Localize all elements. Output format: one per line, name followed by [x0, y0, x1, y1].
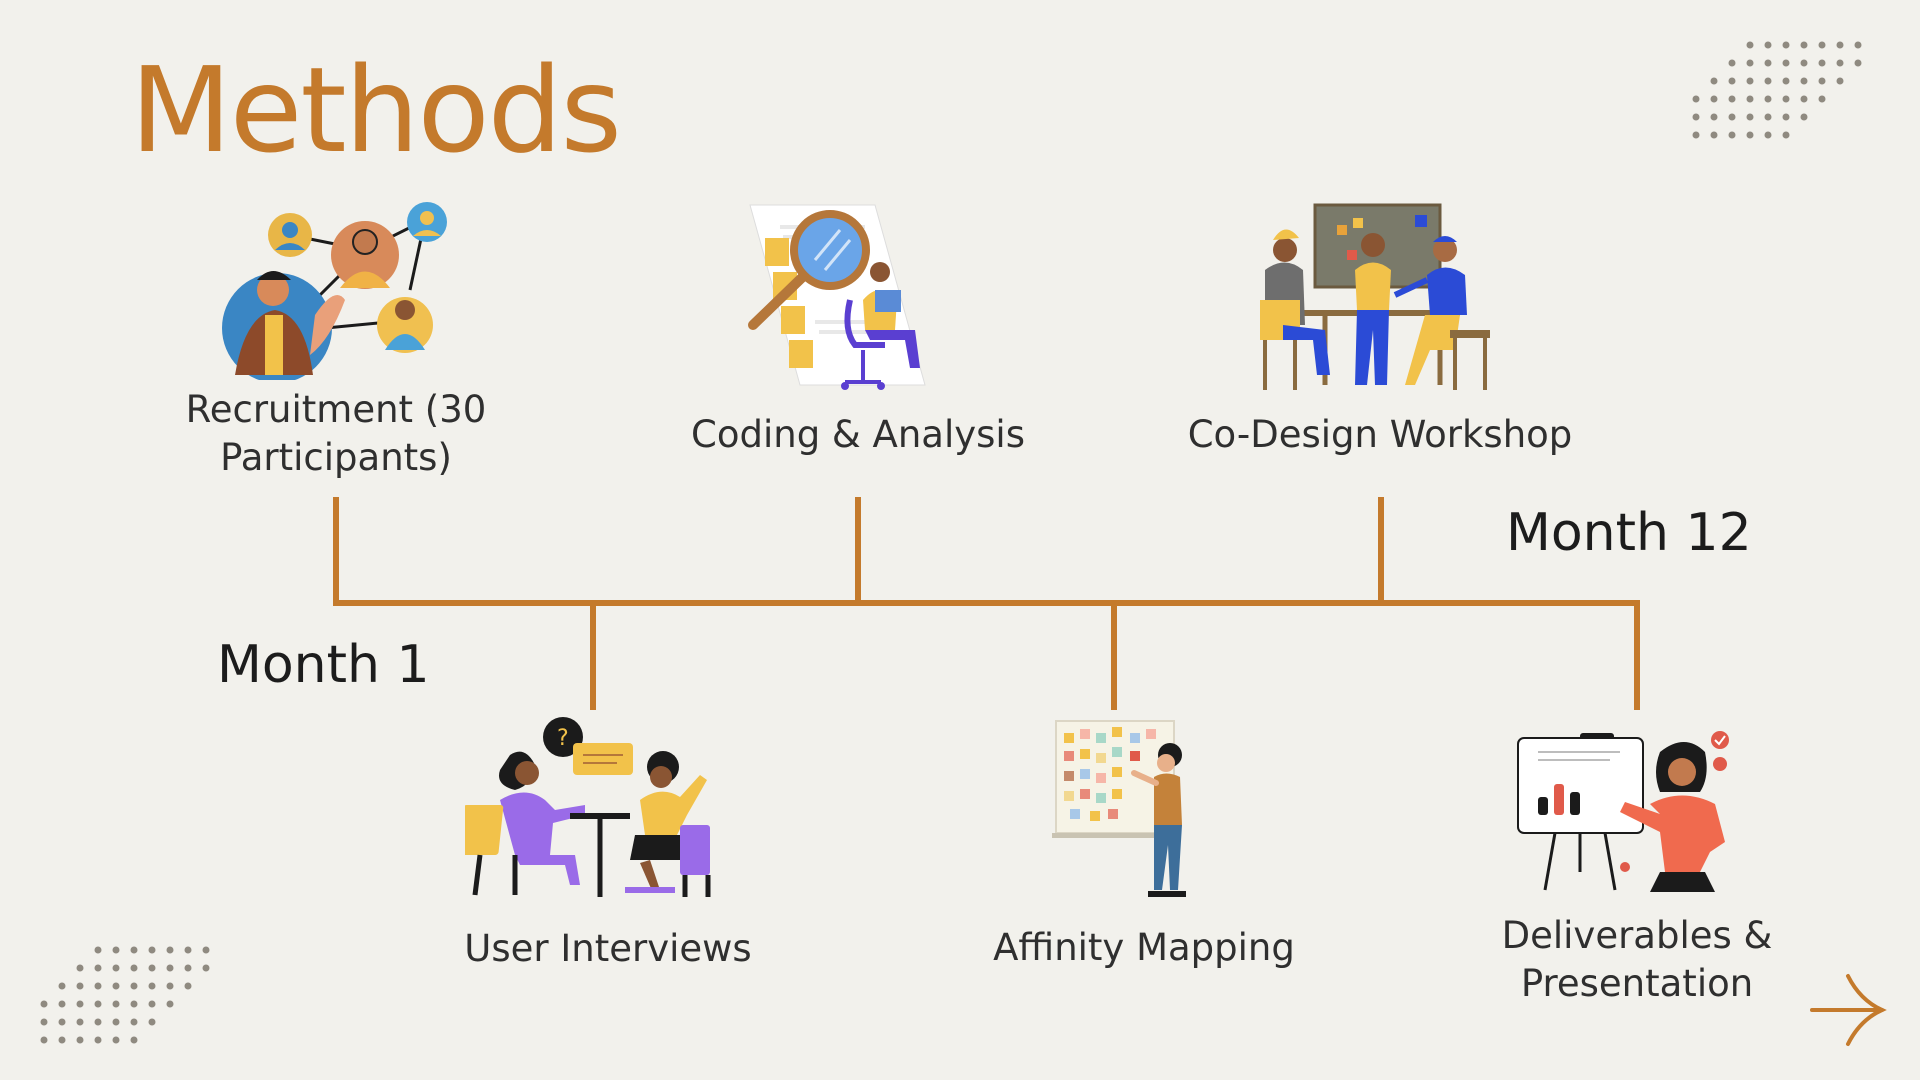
- presentation-board-illustration: [1517, 731, 1729, 892]
- svg-text:?: ?: [557, 726, 569, 751]
- dot-pattern-top-right: [1692, 41, 1862, 139]
- workshop-team-illustration: [1260, 203, 1490, 390]
- dot-pattern-bottom-left: [40, 946, 210, 1044]
- month-end-label: Month 12: [1506, 503, 1752, 563]
- interview-illustration: ?: [465, 717, 711, 897]
- step-deliverables-label: Deliverables & Presentation: [1501, 914, 1773, 1006]
- sticky-notes-board-illustration: [1052, 720, 1186, 897]
- step-codesign-label: Co-Design Workshop: [1187, 413, 1573, 456]
- step-coding-label: Coding & Analysis: [691, 413, 1025, 456]
- arrow-right-icon[interactable]: [1808, 970, 1888, 1050]
- step-affinity-label: Affinity Mapping: [993, 926, 1295, 969]
- recruitment-network-illustration: [222, 202, 447, 380]
- month-start-label: Month 1: [217, 635, 430, 695]
- magnifier-analysis-illustration: [748, 204, 926, 390]
- slide-title: Methods: [130, 41, 622, 179]
- step-interviews-label: User Interviews: [464, 927, 752, 970]
- step-recruitment-label: Recruitment (30 Participants): [185, 388, 487, 480]
